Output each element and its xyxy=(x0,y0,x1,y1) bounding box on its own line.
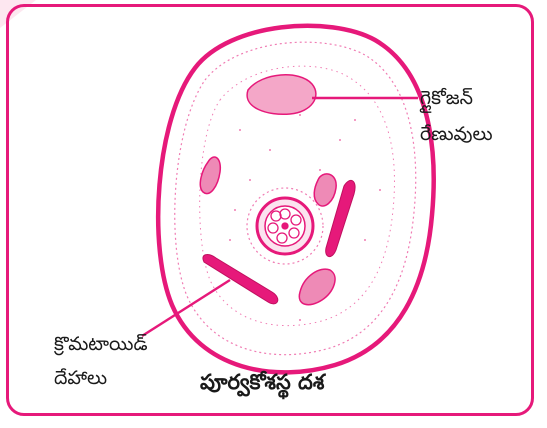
glycogen-label-line2: రేణువులు xyxy=(420,122,493,146)
chromatoid-label-line2: దేహాలు xyxy=(54,366,107,390)
glycogen-label-line1: గ్లైకోజన్ xyxy=(420,86,473,110)
figure-caption: పూర్వకోశస్థ దశ xyxy=(200,370,324,400)
chromatoid-label-line1: క్రొమటాయిడ్ xyxy=(54,332,148,356)
